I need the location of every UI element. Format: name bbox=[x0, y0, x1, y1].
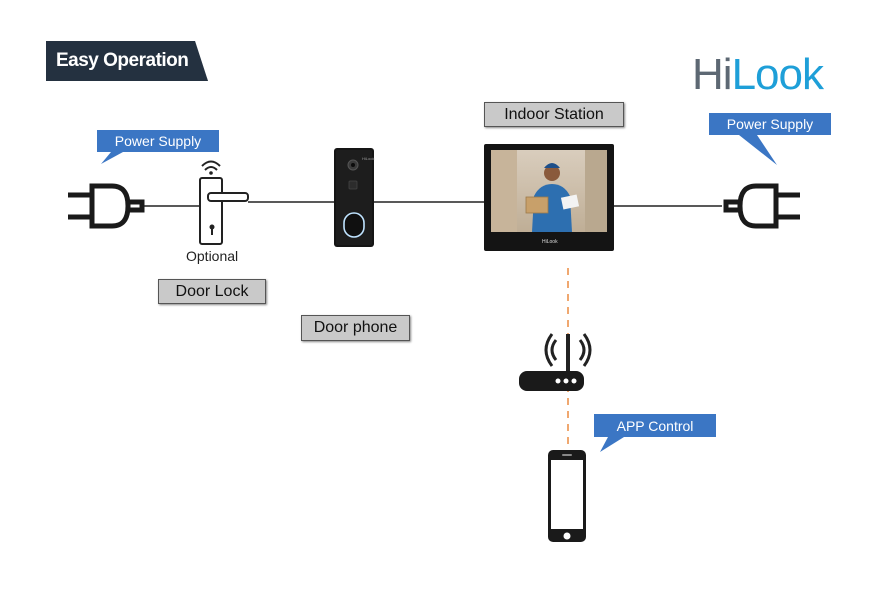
plug-left-icon bbox=[68, 183, 145, 229]
optional-label: Optional bbox=[186, 248, 239, 264]
power-supply-left-callout: Power Supply bbox=[97, 130, 219, 164]
power-supply-right-label: Power Supply bbox=[726, 116, 814, 132]
indoor-station-device: HiLook bbox=[484, 144, 614, 251]
power-supply-right-callout: Power Supply bbox=[709, 113, 831, 165]
indoor-station-label: Indoor Station bbox=[484, 102, 624, 127]
logo-hi-text: Hi bbox=[692, 50, 733, 99]
smartphone-icon bbox=[548, 450, 586, 542]
wifi-arcs-icon bbox=[201, 160, 221, 171]
monitor-brand: HiLook bbox=[542, 239, 558, 245]
plug-right-icon bbox=[723, 183, 800, 229]
door-lock-icon bbox=[199, 160, 249, 245]
logo-look-text: Look bbox=[731, 50, 824, 99]
doorphone-brand: HiLook bbox=[362, 156, 374, 161]
page-title: Easy Operation bbox=[46, 41, 208, 81]
router-icon bbox=[519, 333, 592, 391]
door-lock-label: Door Lock bbox=[158, 279, 266, 304]
brand-logo: HiLook bbox=[692, 50, 837, 100]
power-supply-left-label: Power Supply bbox=[114, 133, 202, 149]
app-control-label: APP Control bbox=[616, 418, 694, 434]
door-phone-label: Door phone bbox=[301, 315, 410, 341]
wiring bbox=[140, 201, 722, 207]
door-phone-device: HiLook bbox=[334, 148, 374, 247]
app-control-callout: APP Control bbox=[594, 414, 716, 452]
